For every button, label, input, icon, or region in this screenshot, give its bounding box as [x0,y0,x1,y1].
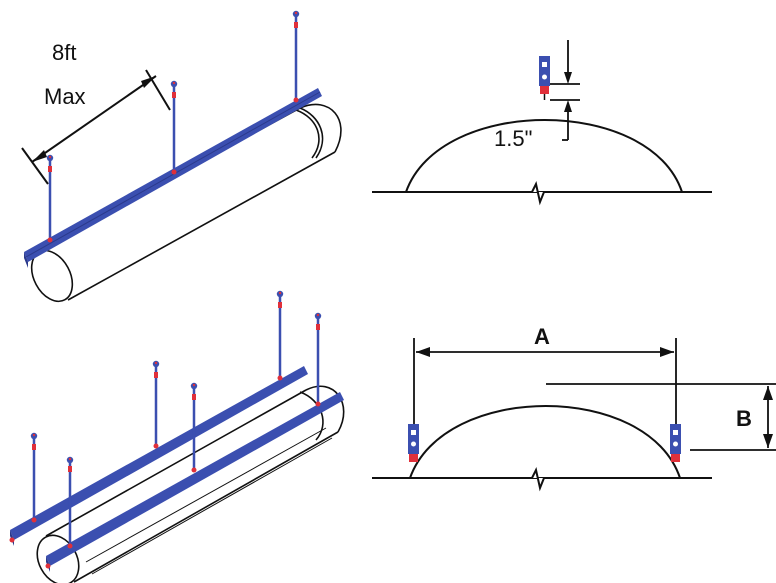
break-line-icon [526,181,550,206]
dimension-a [416,347,674,357]
dimension-b [546,383,776,451]
pipe-clamp-icon [539,56,550,100]
double-strut-isometric [9,290,345,583]
clearance-dimension [550,40,580,141]
hanger-rod [66,456,74,549]
strut-channel-top [24,88,322,268]
pipe-clamp-icon [408,338,419,462]
dimension-b-label: B [736,406,752,431]
span-detail: A B [372,324,776,492]
hanger-rod [292,10,300,103]
hanger-rod [190,382,198,473]
spacing-label: Max [44,84,86,109]
single-strut-isometric: 8ft Max [21,10,342,303]
strut-channel-back [10,366,308,546]
dimension-a-label: A [534,324,550,349]
clearance-label: 1.5" [494,126,532,151]
hanger-rod [30,432,38,523]
hanger-rod [170,80,178,175]
break-line-icon [526,467,550,492]
hanger-rod [314,312,322,407]
spacing-dimension [21,69,171,185]
hanger-rod [46,154,54,243]
pipe-clamp-icon [670,338,681,462]
hanger-rod [276,290,284,381]
clearance-detail: 1.5" [372,40,712,206]
spacing-label: 8ft [52,40,76,65]
hanger-rod [152,360,160,449]
